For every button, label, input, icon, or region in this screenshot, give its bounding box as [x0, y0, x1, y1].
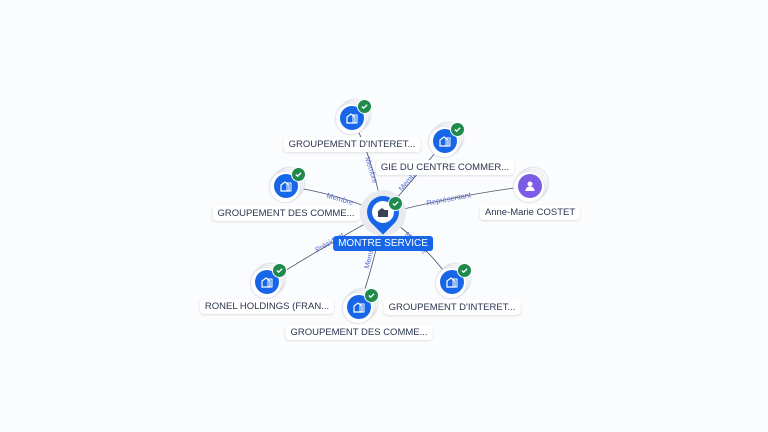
node-label[interactable]: GROUPEMENT DES COMME... [285, 325, 433, 340]
node-label[interactable]: GIE DU CENTRE COMMER... [375, 160, 515, 175]
building-icon [439, 136, 451, 147]
graph-node-company[interactable] [269, 167, 306, 203]
building-icon [280, 181, 292, 192]
graph-node-company[interactable] [335, 99, 372, 135]
node-label[interactable]: Anne-Marie COSTET [479, 205, 581, 220]
edge-label: Représentant [426, 190, 473, 207]
verified-check-icon [364, 288, 379, 303]
node-label[interactable]: GROUPEMENT D'INTERET... [383, 300, 521, 315]
verified-check-icon [357, 99, 372, 114]
building-icon [353, 302, 365, 313]
building-icon [346, 113, 358, 124]
graph-node-company[interactable] [250, 263, 287, 299]
verified-check-icon [388, 196, 403, 211]
graph-node-company[interactable] [428, 122, 465, 158]
company-node-circle[interactable] [340, 106, 364, 130]
node-label[interactable]: GROUPEMENT DES COMME... [212, 206, 360, 221]
building-icon [378, 208, 388, 217]
node-label[interactable]: GROUPEMENT D'INTERET... [283, 137, 421, 152]
person-node-circle[interactable] [518, 174, 542, 198]
building-icon [446, 277, 458, 288]
verified-check-icon [291, 167, 306, 182]
graph-node-person[interactable] [513, 167, 549, 203]
center-node-label[interactable]: MONTRE SERVICE [333, 236, 433, 251]
building-icon [261, 277, 273, 288]
verified-check-icon [450, 122, 465, 137]
verified-check-icon [272, 263, 287, 278]
node-label[interactable]: RONEL HOLDINGS (FRAN... [199, 299, 335, 314]
verified-check-icon [457, 263, 472, 278]
graph-node-company[interactable] [435, 263, 472, 299]
graph-node-company[interactable] [342, 288, 379, 324]
person-icon [525, 181, 535, 191]
edge-label: Membre [326, 191, 355, 207]
